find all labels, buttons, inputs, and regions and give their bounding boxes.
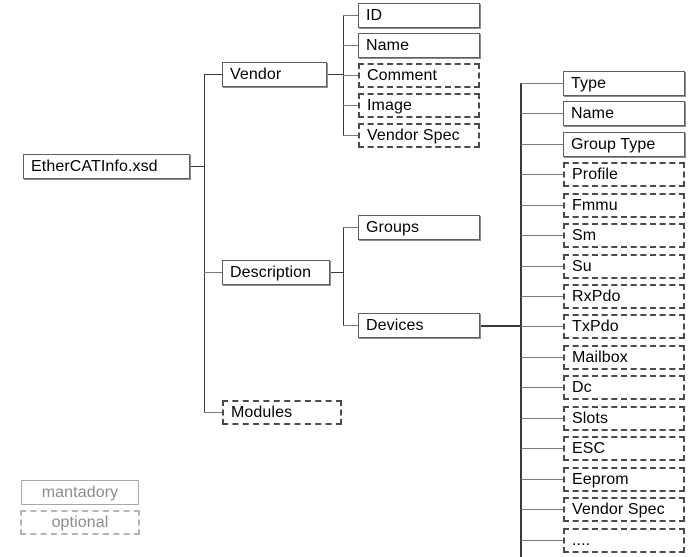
connector-device-child-10 xyxy=(521,387,564,388)
node-label: Su xyxy=(572,257,592,275)
node-label: Type xyxy=(571,74,607,92)
node-vendor-id[interactable]: ID xyxy=(358,3,480,28)
node-label: ESC xyxy=(572,439,606,457)
legend-label: mantadory xyxy=(41,483,119,501)
node-devices[interactable]: Devices xyxy=(358,313,480,338)
connector-device-child-13 xyxy=(521,479,564,480)
node-description[interactable]: Description xyxy=(222,260,330,285)
connector-device-child-6 xyxy=(521,266,564,267)
connector-root-to-trunk xyxy=(190,166,205,167)
connector-trunk-to-description xyxy=(204,272,223,273)
node-label: Profile xyxy=(572,165,619,183)
connector-device-child-2 xyxy=(521,144,564,145)
node-vendor-comment[interactable]: Comment xyxy=(358,63,480,88)
connector-right-trunk xyxy=(520,83,522,557)
connector-device-child-9 xyxy=(521,357,564,358)
node-label: Comment xyxy=(367,66,438,84)
node-device-type[interactable]: Type xyxy=(563,71,685,96)
node-label: Fmmu xyxy=(572,196,618,214)
node-label: Dc xyxy=(572,378,592,396)
connector-vendor-to-subtrunk xyxy=(327,74,344,75)
node-device-txpdo[interactable]: TxPdo xyxy=(563,314,685,339)
connector-device-child-0 xyxy=(521,83,564,84)
connector-device-child-14 xyxy=(521,509,564,510)
node-device-dc[interactable]: Dc xyxy=(563,375,685,400)
node-device-slots[interactable]: Slots xyxy=(563,406,685,431)
node-label: Mailbox xyxy=(572,348,628,366)
node-vendor-vendor-spec[interactable]: Vendor Spec xyxy=(358,123,480,148)
node-device-name[interactable]: Name xyxy=(563,101,685,126)
connector-devices-to-right-trunk xyxy=(480,325,522,327)
node-label: Groups xyxy=(366,218,420,236)
connector-device-child-15 xyxy=(521,540,564,541)
node-device-fmmu[interactable]: Fmmu xyxy=(563,193,685,218)
connector-device-child-1 xyxy=(521,113,564,114)
connector-device-child-7 xyxy=(521,296,564,297)
node-label: .... xyxy=(572,531,591,549)
node-device-more[interactable]: .... xyxy=(563,528,685,553)
node-device-group-type[interactable]: Group Type xyxy=(563,132,685,157)
node-device-sm[interactable]: Sm xyxy=(563,223,685,248)
node-device-rxpdo[interactable]: RxPdo xyxy=(563,284,685,309)
node-label: Slots xyxy=(572,409,609,427)
node-label: EtherCATInfo.xsd xyxy=(31,157,158,175)
node-label: TxPdo xyxy=(572,317,619,335)
connector-vendor-child-image xyxy=(343,105,359,106)
node-root-ethercatinfo-xsd[interactable]: EtherCATInfo.xsd xyxy=(23,154,190,179)
node-device-eeprom[interactable]: Eeprom xyxy=(563,467,685,492)
legend-mandatory: mantadory xyxy=(21,480,139,505)
connector-description-child-devices xyxy=(343,325,359,326)
node-vendor[interactable]: Vendor xyxy=(222,62,327,87)
connector-device-child-4 xyxy=(521,205,564,206)
connector-trunk-to-modules xyxy=(204,412,223,413)
connector-vendor-child-id xyxy=(343,15,359,16)
node-label: Vendor xyxy=(230,65,282,83)
connector-device-child-5 xyxy=(521,235,564,236)
node-label: Devices xyxy=(366,316,424,334)
connector-device-child-12 xyxy=(521,448,564,449)
connector-description-subtrunk xyxy=(343,227,344,326)
node-label: Name xyxy=(366,36,410,54)
connector-vendor-child-vendorspec xyxy=(343,135,359,136)
connector-vendor-child-name xyxy=(343,45,359,46)
node-label: Name xyxy=(571,104,615,122)
connector-trunk-to-vendor xyxy=(204,74,223,75)
node-device-vendor-spec[interactable]: Vendor Spec xyxy=(563,497,685,522)
node-device-su[interactable]: Su xyxy=(563,254,685,279)
node-label: Eeprom xyxy=(572,470,629,488)
connector-device-child-3 xyxy=(521,174,564,175)
node-modules[interactable]: Modules xyxy=(222,400,342,425)
node-label: Modules xyxy=(231,403,293,421)
node-label: Vendor Spec xyxy=(367,126,460,144)
connector-description-to-subtrunk xyxy=(330,272,344,273)
connector-main-trunk xyxy=(204,74,205,413)
connector-description-child-groups xyxy=(343,227,359,228)
connector-device-child-8 xyxy=(521,326,564,327)
node-device-esc[interactable]: ESC xyxy=(563,436,685,461)
node-vendor-name[interactable]: Name xyxy=(358,33,480,58)
node-label: Description xyxy=(230,263,312,281)
node-label: Image xyxy=(367,96,412,114)
node-label: RxPdo xyxy=(572,287,621,305)
node-label: ID xyxy=(366,6,383,24)
connector-device-child-11 xyxy=(521,418,564,419)
legend-optional: optional xyxy=(20,510,140,535)
node-device-mailbox[interactable]: Mailbox xyxy=(563,345,685,370)
node-label: Sm xyxy=(572,226,597,244)
legend-label: optional xyxy=(51,513,109,531)
node-label: Vendor Spec xyxy=(572,500,665,518)
node-vendor-image[interactable]: Image xyxy=(358,93,480,118)
node-device-profile[interactable]: Profile xyxy=(563,162,685,187)
node-label: Group Type xyxy=(571,135,656,153)
connector-vendor-child-comment xyxy=(343,75,359,76)
node-groups[interactable]: Groups xyxy=(358,215,480,240)
